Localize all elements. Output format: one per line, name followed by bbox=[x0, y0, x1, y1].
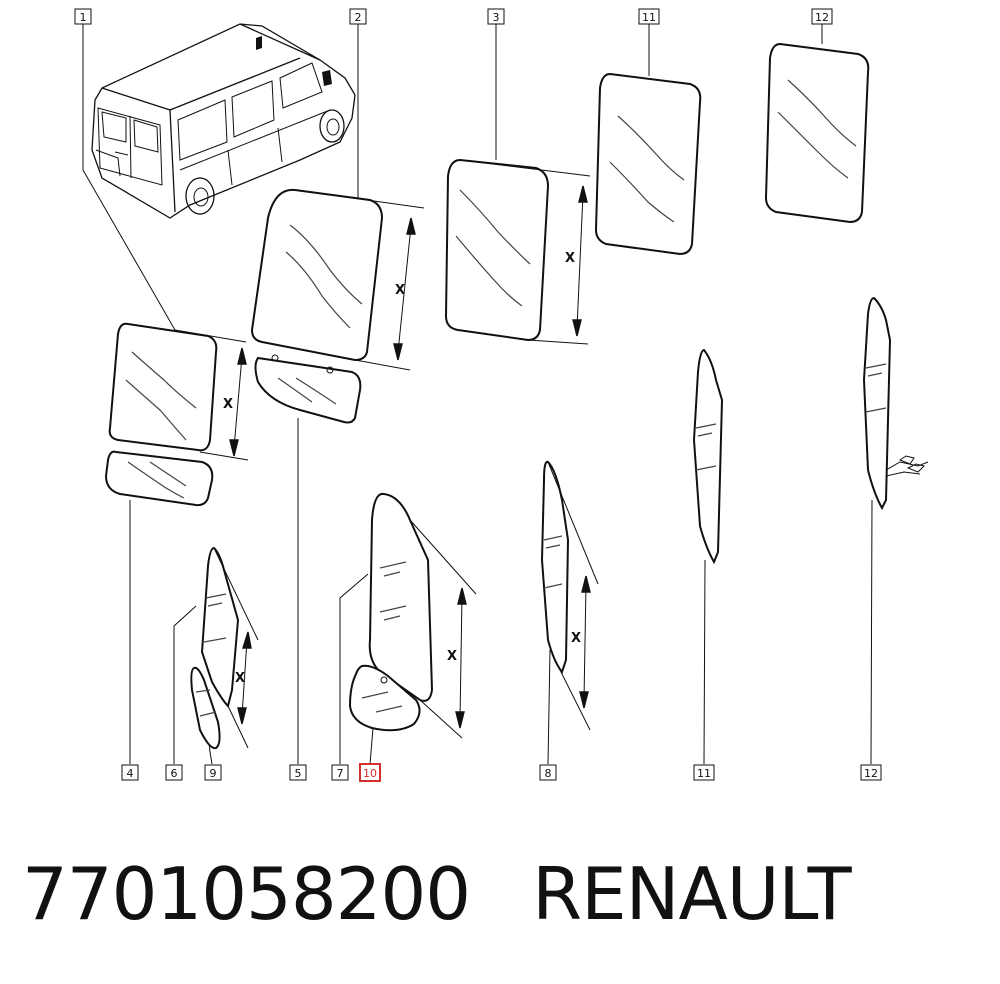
callout-9[interactable]: 9 bbox=[204, 764, 222, 781]
svg-text:4: 4 bbox=[127, 767, 134, 780]
glass-part-8 bbox=[540, 460, 599, 731]
svg-text:3: 3 bbox=[493, 11, 500, 24]
dimension-x-label: X bbox=[565, 251, 575, 266]
callout-5[interactable]: 5 bbox=[289, 764, 307, 781]
callout-7[interactable]: 7 bbox=[331, 764, 349, 781]
glass-part-9 bbox=[190, 666, 221, 750]
svg-text:9: 9 bbox=[210, 767, 217, 780]
part-caption: 7701058200 RENAULT bbox=[22, 852, 852, 952]
callout-10-selected[interactable]: 10 bbox=[359, 763, 381, 782]
svg-text:10: 10 bbox=[363, 767, 377, 780]
svg-text:5: 5 bbox=[295, 767, 302, 780]
svg-text:8: 8 bbox=[545, 767, 552, 780]
glass-part-1 bbox=[108, 322, 249, 461]
svg-text:6: 6 bbox=[171, 767, 178, 780]
glass-part-5 bbox=[254, 354, 362, 424]
callout-12-bottom[interactable]: 12 bbox=[860, 764, 882, 781]
dimension-x-label: X bbox=[395, 283, 405, 298]
callout-2[interactable]: 2 bbox=[349, 8, 367, 25]
dimension-x-label: X bbox=[223, 397, 233, 412]
van-illustration bbox=[91, 23, 356, 219]
glass-part-6 bbox=[200, 546, 259, 749]
parts-diagram: X X X X X X 1 2 3 11 12 4 6 9 5 7 10 8 1… bbox=[74, 8, 929, 782]
glass-part-2 bbox=[250, 188, 425, 371]
svg-text:11: 11 bbox=[697, 767, 711, 780]
callout-11-top[interactable]: 11 bbox=[638, 8, 660, 25]
glass-part-12-bottom bbox=[862, 296, 929, 511]
glass-part-11-top bbox=[594, 72, 702, 256]
svg-text:11: 11 bbox=[642, 11, 656, 24]
glass-part-4 bbox=[104, 450, 214, 507]
brand-name: RENAULT bbox=[532, 852, 852, 936]
glass-part-11-bottom bbox=[692, 348, 724, 565]
svg-text:7: 7 bbox=[337, 767, 344, 780]
callout-6[interactable]: 6 bbox=[165, 764, 183, 781]
dimension-x-label: X bbox=[447, 649, 457, 664]
dimension-labels: X X X X X X bbox=[223, 251, 581, 686]
glass-part-7 bbox=[368, 492, 477, 739]
dimension-x-label: X bbox=[571, 631, 581, 646]
glass-part-10 bbox=[348, 664, 421, 732]
glass-part-3 bbox=[444, 158, 591, 345]
svg-text:12: 12 bbox=[864, 767, 878, 780]
callout-3[interactable]: 3 bbox=[487, 8, 505, 25]
callout-11-bottom[interactable]: 11 bbox=[693, 764, 715, 781]
dimension-x-label: X bbox=[235, 671, 245, 686]
callout-12-top[interactable]: 12 bbox=[811, 8, 833, 25]
callout-4[interactable]: 4 bbox=[121, 764, 139, 781]
leader-lines bbox=[82, 24, 873, 765]
part-number: 7701058200 bbox=[22, 852, 471, 936]
callout-1[interactable]: 1 bbox=[74, 8, 92, 25]
callout-8[interactable]: 8 bbox=[539, 764, 557, 781]
svg-text:2: 2 bbox=[355, 11, 362, 24]
svg-text:12: 12 bbox=[815, 11, 829, 24]
glass-part-12-top bbox=[764, 42, 870, 224]
svg-text:1: 1 bbox=[80, 11, 87, 24]
